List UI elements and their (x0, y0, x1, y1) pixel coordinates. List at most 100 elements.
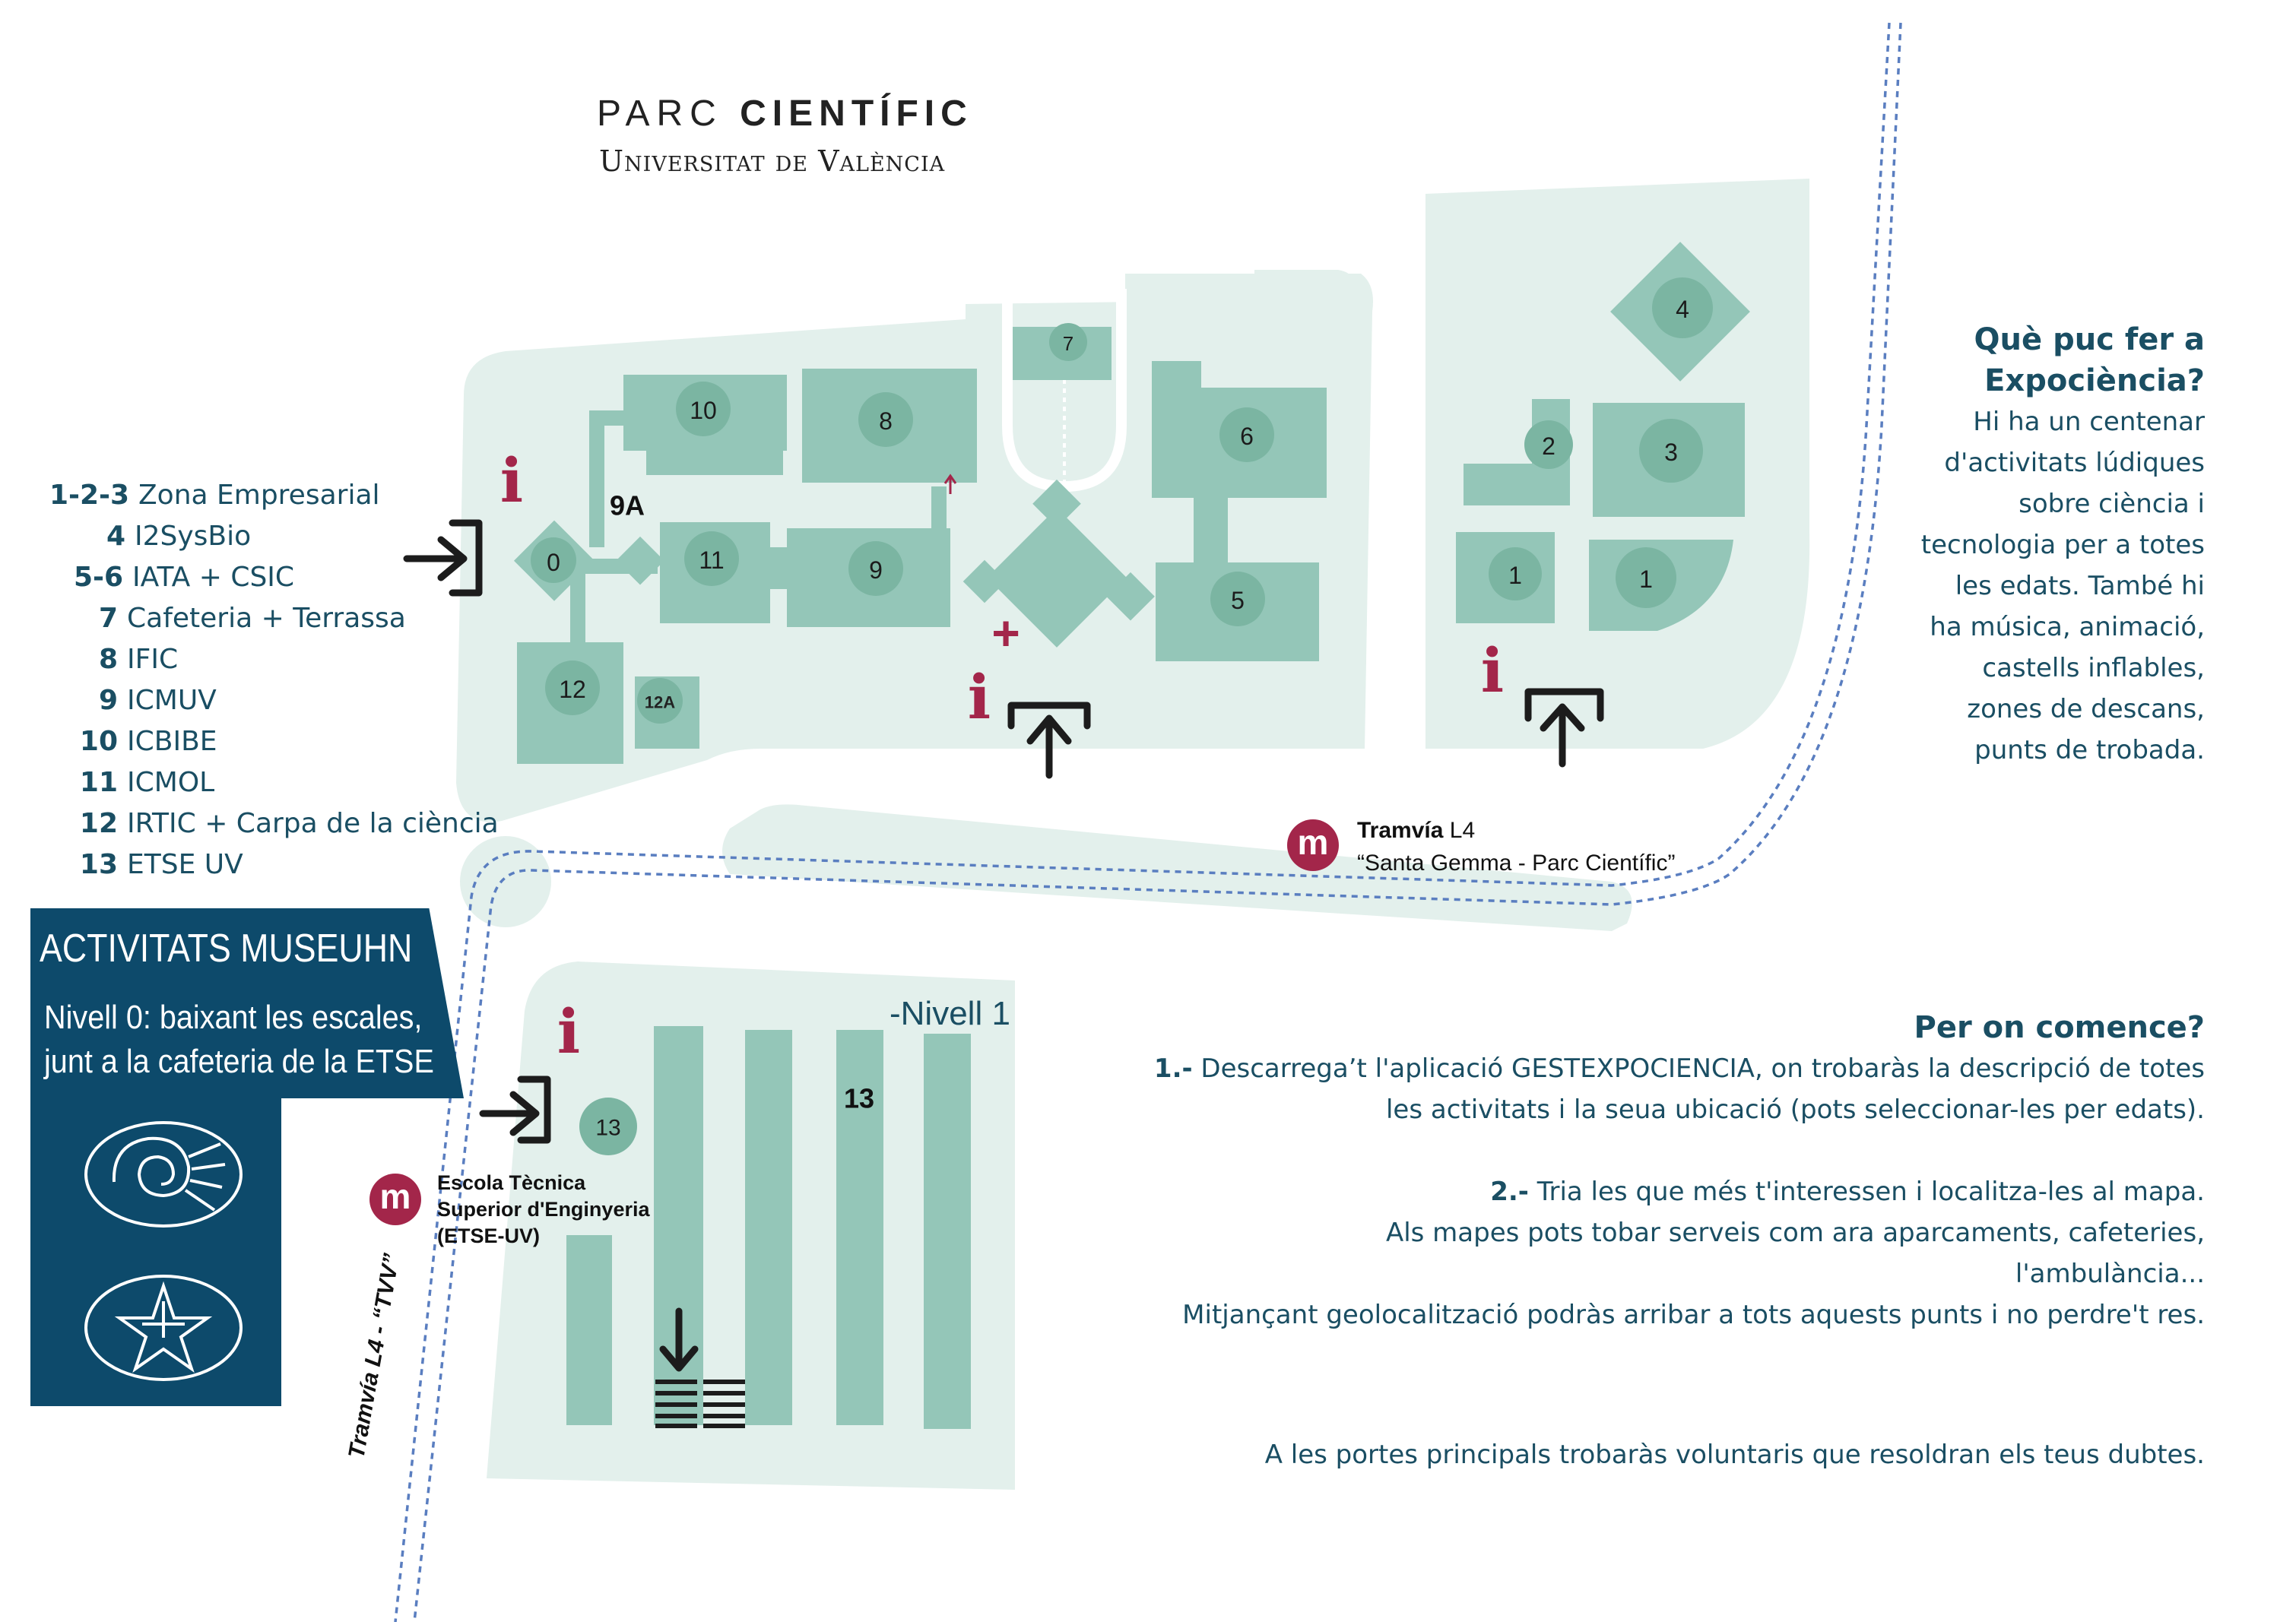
legend-name: ICMOL (127, 767, 215, 798)
circle-5 (1210, 572, 1265, 626)
circle-3 (1639, 419, 1703, 483)
metro-bottom-name-1: Escola Tècnica (437, 1171, 586, 1194)
expo-line: castells inflables, (1982, 653, 2205, 683)
circle-12 (545, 661, 600, 715)
circle-2 (1524, 420, 1573, 469)
label-building-12: 12 (559, 676, 586, 703)
diamond-small (616, 536, 664, 585)
legend-name: I2SysBio (135, 521, 252, 552)
expo-line: d'activitats lúdiques (1944, 448, 2205, 478)
legend-num: 9 (98, 685, 118, 716)
ground-road-strip (722, 804, 1632, 931)
label-building-9a: 9A (610, 490, 645, 521)
entrance-arrow-south-main (1007, 702, 1091, 779)
circle-1b (1616, 547, 1676, 608)
label-building-1b: 1 (1639, 565, 1653, 593)
building-9-link (931, 486, 947, 532)
label-building-5: 5 (1231, 587, 1245, 614)
start-step1-num: 1.- (1153, 1053, 1193, 1084)
circle-12a (637, 678, 683, 724)
circle-4 (1652, 277, 1713, 338)
start-step2-line4: Mitjançant geolocalització podràs arriba… (1182, 1300, 2205, 1330)
logo-bold: CIENTÍFIC (740, 93, 973, 134)
start-spacer-2 (1034, 1335, 2205, 1434)
metro-icon-bottom-letter: m (380, 1177, 411, 1216)
legend-num: 11 (79, 767, 118, 798)
start-step1-text: Descarrega’t l'aplicació GESTEXPOCIENCIA… (1192, 1053, 2205, 1084)
metro-icon-bottom: m (369, 1174, 421, 1225)
expo-line: punts de trobada. (1974, 735, 2205, 765)
start-footer: A les portes principals trobaràs volunta… (1264, 1440, 2205, 1470)
legend-num: 12 (79, 808, 118, 839)
legend-name: IATA + CSIC (132, 562, 295, 593)
entrance-arrow-south-east (1524, 688, 1604, 768)
expo-line: Hi ha un centenar (1973, 407, 2205, 437)
circle-1a (1489, 547, 1542, 600)
legend-num: 5-6 (73, 562, 123, 593)
etse-bar-5 (924, 1034, 971, 1429)
legend-row: 5-6 IATA + CSIC (0, 557, 525, 598)
museuhn-title: ACTIVITATS MUSEUHN (40, 927, 413, 971)
entrance-arrow-etse (479, 1076, 551, 1144)
legend-name: IFIC (127, 644, 179, 675)
metro-bottom-name-2: Superior d'Enginyeria (437, 1198, 650, 1221)
start-step2-line3: l'ambulància... (2015, 1259, 2205, 1289)
circle-10 (676, 382, 731, 436)
logo-parc-cientific: PARC CIENTÍFIC (597, 93, 973, 135)
etse-bar-1 (566, 1235, 612, 1425)
expo-line: sobre ciència i (2019, 489, 2205, 519)
stairs-arrow (659, 1307, 699, 1372)
label-building-7: 7 (1063, 332, 1073, 355)
tram-line-a (394, 22, 1891, 1622)
legend-row: 13 ETSE UV (0, 844, 525, 885)
circle-11 (684, 531, 739, 586)
start-step1-line1: 1.- Descarrega’t l'aplicació GESTEXPOCIE… (1034, 1048, 2205, 1089)
label-building-9: 9 (869, 556, 883, 584)
expo-title-1: Què puc fer a (1974, 322, 2205, 357)
legend-row: 9 ICMUV (0, 680, 525, 721)
first-aid-icon: + (991, 606, 1020, 661)
legend-row: 8 IFIC (0, 639, 525, 680)
expo-line: ha música, animació, (1930, 612, 2205, 642)
legend-name: Zona Empresarial (138, 480, 380, 511)
museuhn-line-1: Nivell 0: baixant les escales, (44, 999, 423, 1036)
logo-universitat: Universitat de València (599, 144, 946, 178)
legend-num: 13 (79, 849, 118, 880)
building-10-wing (646, 448, 783, 475)
diamond-central (987, 508, 1127, 648)
museuhn-subtitle: Nivell 0: baixant les escales, junt a la… (44, 996, 434, 1084)
circle-6 (1219, 407, 1274, 462)
circle-8 (858, 392, 913, 447)
etse-bar-3 (745, 1030, 792, 1425)
legend-row: 10 ICBIBE (0, 721, 525, 762)
circle-7 (1049, 323, 1087, 361)
start-spacer (1034, 1130, 2205, 1171)
stairs-icon (655, 1380, 745, 1428)
diamond-central-top (1032, 479, 1081, 528)
start-step2-num: 2.- (1490, 1177, 1529, 1207)
nivell-label: -Nivell 1 (890, 995, 1010, 1032)
logo-light: PARC (597, 93, 740, 134)
label-building-13-circle: 13 (595, 1116, 620, 1141)
legend-name: ICMUV (127, 685, 217, 716)
start-step2-line1: 2.- Tria les que més t'interessen i loca… (1034, 1171, 2205, 1212)
expo-line: zones de descans, (1967, 694, 2205, 724)
entrance-arrows (403, 519, 1604, 1372)
circle-9 (848, 541, 903, 596)
legend-name: ICBIBE (127, 726, 217, 757)
legend-name: ETSE UV (127, 849, 243, 880)
info-icon-main: i (968, 661, 991, 733)
expo-line: tecnologia per a totes (1920, 530, 2205, 560)
legend-num: 8 (98, 644, 118, 675)
label-building-3: 3 (1664, 439, 1678, 466)
label-building-6: 6 (1240, 423, 1254, 450)
info-icon-west: i (500, 445, 523, 516)
ground-main-campus-right (1125, 274, 1373, 749)
building-circles (531, 277, 1713, 1155)
info-icon-etse: i (557, 996, 580, 1067)
metro-top-station: “Santa Gemma - Parc Científic” (1357, 851, 1675, 876)
museuhn-panel (30, 908, 281, 1406)
legend-num: 10 (79, 726, 118, 757)
start-step2-text: Tria les que més t'interessen i localitz… (1528, 1177, 2205, 1207)
